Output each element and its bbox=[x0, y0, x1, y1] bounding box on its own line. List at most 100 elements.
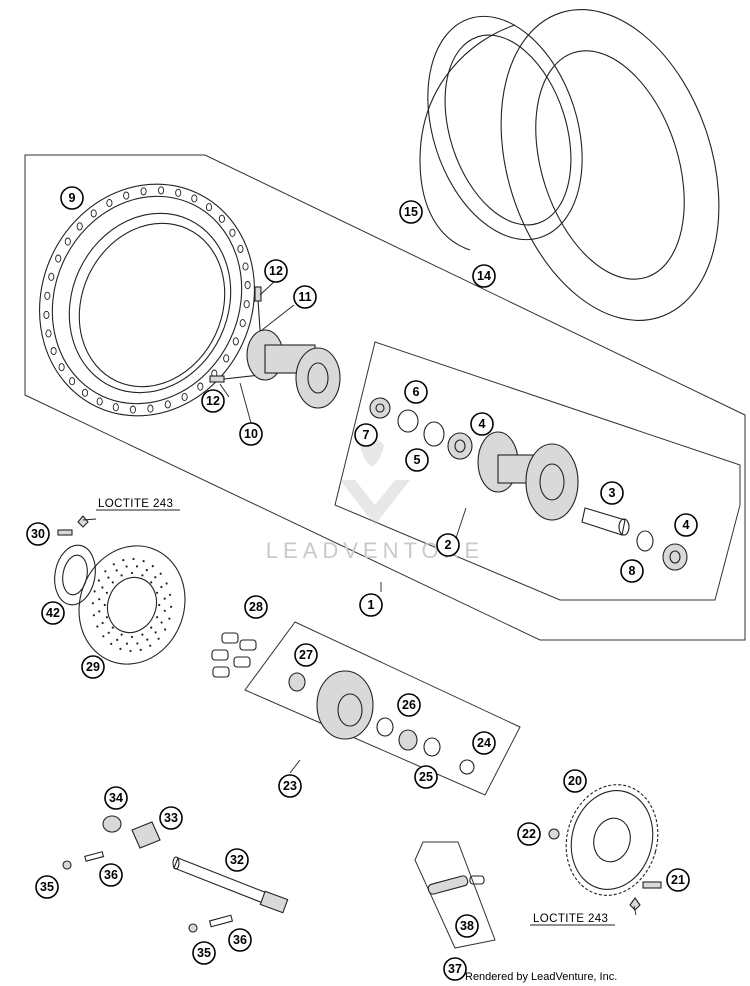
rim-spoke-hole bbox=[69, 377, 76, 386]
render-credit: Rendered by LeadVenture, Inc. bbox=[465, 971, 617, 983]
rim-spoke-hole bbox=[205, 203, 213, 212]
disc-vent-hole bbox=[111, 626, 114, 629]
disc-vent-hole bbox=[150, 626, 153, 629]
rim-spoke-hole bbox=[50, 347, 57, 356]
svg-text:36: 36 bbox=[233, 933, 247, 947]
disc-vent-hole bbox=[160, 585, 163, 589]
disc-vent-hole bbox=[160, 621, 163, 624]
disc-vent-hole bbox=[145, 569, 148, 572]
disc-vent-hole bbox=[98, 610, 101, 613]
disc-vent-hole bbox=[110, 642, 113, 646]
callout-36b: 36 bbox=[228, 928, 252, 952]
disc-vent-hole bbox=[165, 582, 168, 585]
svg-text:37: 37 bbox=[448, 962, 462, 976]
disc-vent-hole bbox=[141, 574, 144, 577]
callout-20: 20 bbox=[563, 769, 587, 793]
callout-28: 28 bbox=[244, 595, 268, 619]
rim-spoke-hole bbox=[191, 194, 198, 203]
rear-sprocket bbox=[565, 784, 659, 896]
disc-vent-hole bbox=[116, 638, 119, 642]
svg-text:4: 4 bbox=[479, 417, 486, 431]
svg-text:42: 42 bbox=[46, 606, 60, 620]
disc-vent-hole bbox=[136, 642, 139, 645]
svg-text:27: 27 bbox=[299, 648, 313, 662]
rim-spoke-hole bbox=[197, 382, 204, 391]
disc-vent-hole bbox=[154, 631, 157, 634]
disc-vent-hole bbox=[158, 603, 161, 607]
rim-spoke-hole bbox=[55, 254, 62, 263]
callout-35: 35 bbox=[35, 875, 59, 899]
disc-bolt bbox=[57, 515, 89, 536]
svg-text:21: 21 bbox=[671, 873, 685, 887]
disc-vent-hole bbox=[102, 635, 105, 638]
callout-8: 8 bbox=[620, 559, 644, 583]
rim-spoke-hole bbox=[112, 403, 119, 412]
callout-26: 26 bbox=[397, 693, 421, 717]
disc-vent-hole bbox=[97, 579, 100, 582]
disc-vent-hole bbox=[154, 576, 157, 579]
axle bbox=[172, 856, 289, 914]
disc-vent-hole bbox=[101, 586, 104, 589]
svg-text:25: 25 bbox=[419, 770, 433, 784]
disc-vent-hole bbox=[105, 616, 108, 619]
disc-vent-hole bbox=[142, 560, 145, 563]
svg-text:14: 14 bbox=[477, 269, 491, 283]
disc-vent-hole bbox=[163, 609, 166, 612]
spacer-sleeve bbox=[581, 507, 630, 536]
callout-5: 5 bbox=[405, 448, 429, 472]
rim-spoke-hole bbox=[58, 363, 65, 372]
callout-30: 30 bbox=[26, 522, 50, 546]
svg-text:26: 26 bbox=[402, 698, 416, 712]
disc-vent-hole bbox=[170, 605, 173, 608]
rim-spoke-hole bbox=[123, 191, 130, 200]
svg-text:28: 28 bbox=[249, 600, 263, 614]
svg-text:36: 36 bbox=[104, 868, 118, 882]
svg-text:15: 15 bbox=[404, 205, 418, 219]
disc-vent-hole bbox=[91, 602, 94, 605]
sprocket-carrier bbox=[288, 670, 475, 775]
callout-35b: 35 bbox=[192, 941, 216, 965]
callout-4b: 4 bbox=[674, 513, 698, 537]
callout-6: 6 bbox=[404, 380, 428, 404]
disc-vent-hole bbox=[107, 631, 110, 634]
bearings bbox=[369, 397, 688, 571]
disc-vent-hole bbox=[115, 569, 118, 572]
svg-text:20: 20 bbox=[568, 774, 582, 788]
rim-spoke-hole bbox=[129, 405, 136, 414]
wheel-assembly-frame bbox=[24, 154, 746, 641]
rim-spoke-hole bbox=[140, 187, 147, 196]
tube bbox=[427, 15, 583, 241]
loctite-note-top: LOCTITE 243 bbox=[98, 498, 173, 510]
rim-spoke-hole bbox=[43, 310, 50, 319]
disc-vent-hole bbox=[164, 628, 167, 631]
rim-spoke-hole bbox=[244, 281, 251, 290]
rim-spoke-hole bbox=[44, 291, 51, 300]
callout-29: 29 bbox=[81, 655, 105, 679]
loctite-note-bottom: LOCTITE 243 bbox=[533, 913, 608, 925]
callout-24: 24 bbox=[472, 731, 496, 755]
callout-32: 32 bbox=[225, 848, 249, 872]
svg-text:4: 4 bbox=[683, 518, 690, 532]
sprocket-bolt bbox=[548, 828, 662, 911]
rim-spoke-hole bbox=[237, 244, 244, 253]
rim-spoke-hole bbox=[243, 300, 250, 309]
disc-vent-hole bbox=[125, 565, 128, 568]
svg-text:35: 35 bbox=[197, 946, 211, 960]
svg-text:38: 38 bbox=[460, 919, 474, 933]
disc-vent-hole bbox=[96, 625, 99, 628]
callout-12b: 12 bbox=[201, 389, 225, 413]
callout-36: 36 bbox=[99, 863, 123, 887]
disc-vent-hole bbox=[120, 574, 123, 577]
callout-27: 27 bbox=[294, 643, 318, 667]
svg-text:34: 34 bbox=[109, 791, 123, 805]
disc-vent-hole bbox=[112, 563, 115, 566]
disc-vent-hole bbox=[92, 614, 95, 617]
tire bbox=[419, 9, 720, 321]
svg-text:6: 6 bbox=[413, 385, 420, 399]
disc-vent-hole bbox=[107, 576, 110, 579]
disc-vent-hole bbox=[105, 591, 108, 594]
disc-vent-hole bbox=[104, 570, 107, 573]
svg-text:12: 12 bbox=[269, 264, 283, 278]
callout-14: 14 bbox=[472, 264, 496, 288]
